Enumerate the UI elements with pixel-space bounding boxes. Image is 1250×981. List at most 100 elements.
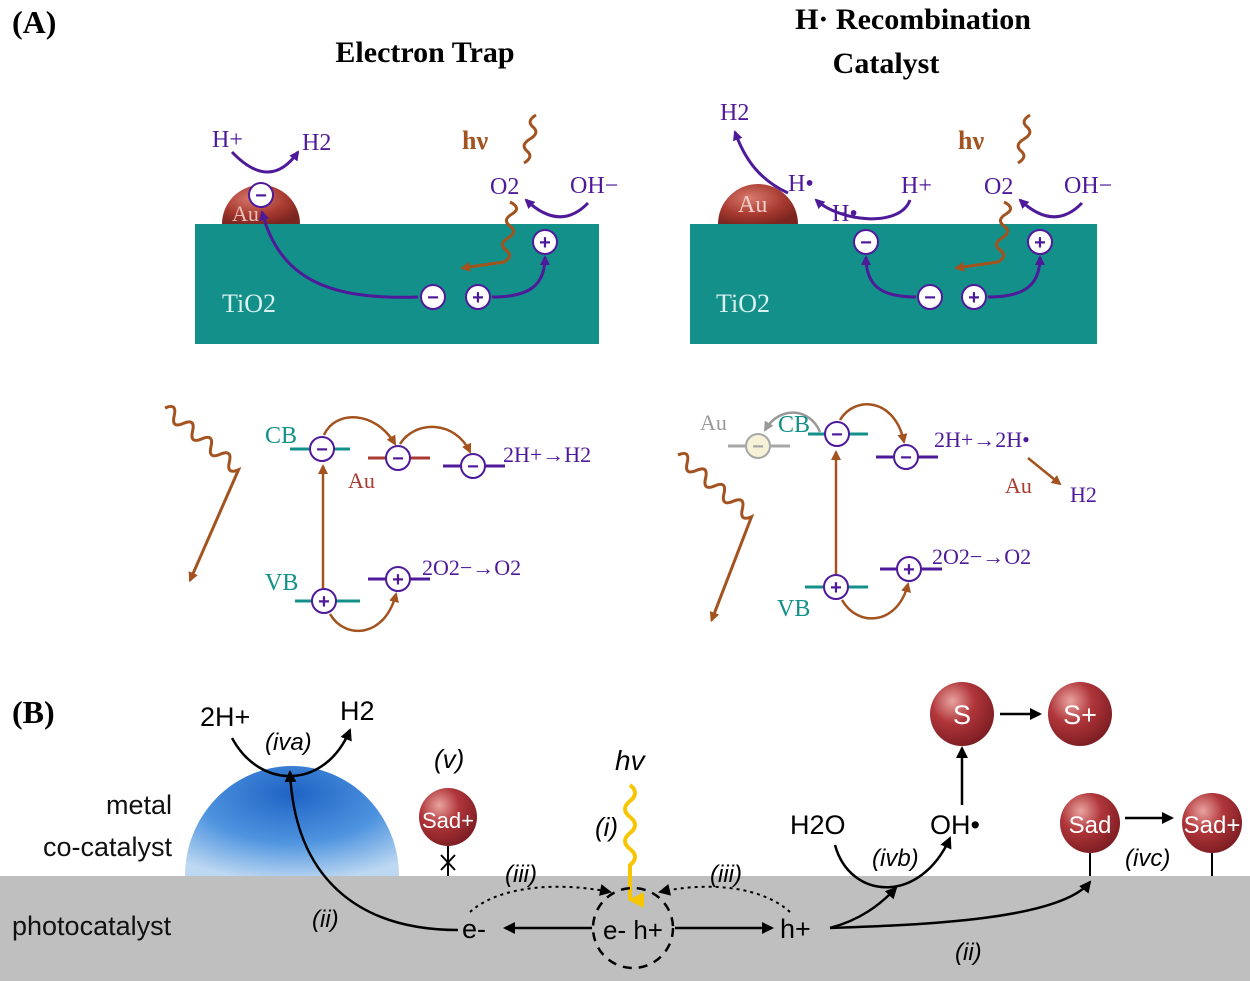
oxidation-reaction-left: 2O2−→O2 xyxy=(422,555,521,580)
step-iii-left: (iii) xyxy=(505,861,537,888)
oh-minus-right: OH− xyxy=(1064,173,1112,199)
o2-hole-right: + xyxy=(896,556,922,582)
svg-text:+: + xyxy=(830,577,842,599)
s-ad-plus-v: Sad+ xyxy=(422,808,474,833)
svg-text:+: + xyxy=(392,569,404,591)
vb-to-o2-arrow-left xyxy=(328,592,399,633)
electron-trap-title: Electron Trap xyxy=(335,36,514,69)
photocatalyst-label: photocatalyst xyxy=(12,911,172,941)
svg-text:−: − xyxy=(255,185,267,207)
photocatalyst-surface xyxy=(0,876,1250,981)
au-electron-left: − xyxy=(385,445,411,471)
s-ad-plus-label: Sad+ xyxy=(1184,812,1241,839)
electron-transfer-arrow-left xyxy=(259,210,419,299)
hole-label: h+ xyxy=(780,914,811,944)
svg-text:+: + xyxy=(318,591,330,613)
h-dot-to-h2-arrow-right xyxy=(1027,457,1062,486)
step-v: (v) xyxy=(434,744,464,774)
o2-right: O2 xyxy=(984,174,1013,200)
h-dot-upper-right: H• xyxy=(788,171,814,197)
light-wave-band-left xyxy=(164,404,242,583)
step-ii-left: (ii) xyxy=(312,906,339,933)
light-wave-right xyxy=(1016,113,1032,165)
h-recombination-title-line1: H· Recombination xyxy=(795,3,1031,36)
h-recombination-arrow-right xyxy=(732,130,789,195)
hv-label-right: hν xyxy=(958,126,984,155)
hole-surface-left: + xyxy=(532,229,558,255)
step-ii-right: (ii) xyxy=(955,939,982,966)
h-plus-right: H+ xyxy=(901,173,932,199)
svg-text:+: + xyxy=(539,232,551,254)
reduction-reaction-left: 2H+→H2 xyxy=(503,442,591,467)
h-reduction-arrow-right xyxy=(814,198,912,221)
cocatalyst-label: co-catalyst xyxy=(43,832,173,862)
h2-left: H2 xyxy=(302,130,331,156)
hole-to-water-arrow xyxy=(829,886,898,930)
hv-label-left: hν xyxy=(462,126,488,155)
oh-oxidation-arrow-right xyxy=(1018,198,1084,219)
tio2-label-left: TiO2 xyxy=(222,289,276,318)
h2-right: H2 xyxy=(720,100,749,126)
au-electron-right: − xyxy=(745,433,771,459)
svg-text:+: + xyxy=(1034,232,1046,254)
vb-hole-left: + xyxy=(311,588,337,614)
au-level-label-left: Au xyxy=(348,468,375,493)
electron-to-metal-arrow xyxy=(284,770,459,932)
svg-text:−: − xyxy=(924,287,936,309)
hv-label-b: hv xyxy=(615,745,647,776)
electron-on-au-left: − xyxy=(248,182,274,208)
au-to-h2-arrow-left xyxy=(398,425,472,454)
metal-cocatalyst-dome xyxy=(185,766,399,876)
oh-oxidation-arrow-left xyxy=(524,198,590,219)
electron-bulk-right: − xyxy=(917,284,943,310)
hole-to-sad-arrow xyxy=(829,880,1092,930)
electron-label: e- xyxy=(462,914,486,944)
oh-minus-left: OH− xyxy=(570,173,618,199)
hole-bulk-left: + xyxy=(465,284,491,310)
au-level-label-right: Au xyxy=(700,410,727,435)
svg-text:−: − xyxy=(392,448,404,470)
light-wave-band-right xyxy=(677,451,755,623)
o2-left: O2 xyxy=(490,174,519,200)
step-ivc: (ivc) xyxy=(1125,845,1170,872)
s-ad-label: Sad xyxy=(1069,812,1112,839)
svg-text:+: + xyxy=(903,559,915,581)
hole-transfer-arrow-left xyxy=(491,255,550,299)
recombination-wave-left xyxy=(460,200,518,272)
panel-a-label: (A) xyxy=(12,4,56,40)
vb-hole-right: + xyxy=(823,574,849,600)
h2-electron-left: − xyxy=(460,453,486,479)
h-reduction-arrow-left xyxy=(230,150,300,174)
oh-radical-label: OH• xyxy=(930,810,980,840)
h2-product-right: H2 xyxy=(1070,482,1097,507)
recombination-wave-right xyxy=(954,200,1012,272)
h-dot-electron-right: − xyxy=(893,444,919,470)
s-ad-plus-sphere-v xyxy=(419,788,477,846)
step-i: (i) xyxy=(595,812,618,842)
cb-to-h-arrow-right xyxy=(838,403,908,444)
h2-product-b: H2 xyxy=(340,696,375,726)
hole-surface-right: + xyxy=(1027,229,1053,255)
svg-text:−: − xyxy=(900,447,912,469)
cb-to-au-arrow-left xyxy=(322,416,397,446)
step-iii-right: (iii) xyxy=(710,861,742,888)
h-recombination-title-line2: Catalyst xyxy=(833,47,940,80)
svg-text:−: − xyxy=(316,439,328,461)
water-oxidation-arrow xyxy=(833,836,952,889)
cb-label-right: CB xyxy=(778,412,810,438)
hole-transfer-arrow-right xyxy=(987,255,1045,299)
svg-text:−: − xyxy=(860,232,872,254)
electron-transfer-arrow-right xyxy=(861,255,917,299)
two-h-plus: 2H+ xyxy=(200,702,250,732)
au-label-right: Au xyxy=(738,192,767,218)
vb-label-right: VB xyxy=(777,596,810,622)
vb-to-o2-arrow-right xyxy=(840,582,911,620)
cb-label-left: CB xyxy=(265,423,297,449)
metal-label: metal xyxy=(106,790,172,820)
svg-text:−: − xyxy=(427,287,439,309)
panel-b-label: (B) xyxy=(12,694,55,730)
svg-text:−: − xyxy=(831,424,843,446)
cb-to-au-arrow-right xyxy=(763,411,822,433)
blocked-adsorption-mark xyxy=(440,846,456,876)
